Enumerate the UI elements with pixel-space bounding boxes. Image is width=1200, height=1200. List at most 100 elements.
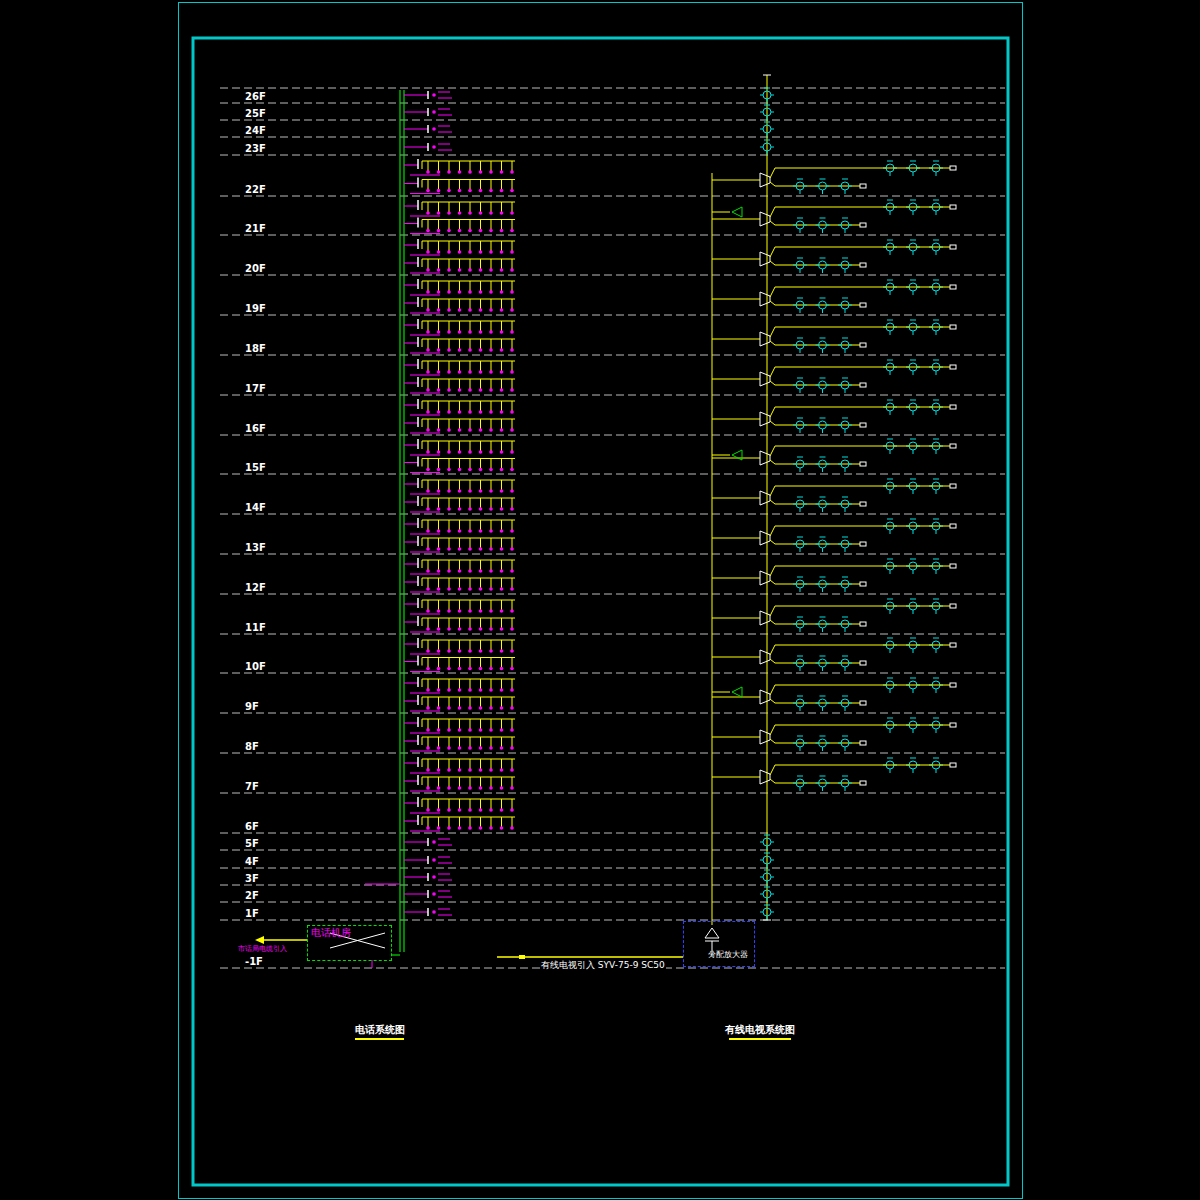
socket-symbol xyxy=(426,211,430,215)
socket-symbol xyxy=(489,609,493,613)
floor-line xyxy=(220,634,1005,635)
tap-symbol xyxy=(764,835,770,836)
socket-symbol xyxy=(500,609,504,613)
branch-line xyxy=(775,486,880,487)
tap-symbol xyxy=(841,261,849,269)
socket-symbol xyxy=(458,808,462,812)
tap-symbol xyxy=(796,659,804,667)
tap-symbol xyxy=(763,890,771,898)
socket-drop xyxy=(470,480,471,490)
tap-symbol xyxy=(816,624,819,625)
outlet-symbol xyxy=(432,93,436,97)
tap-symbol xyxy=(849,225,852,226)
socket-drop xyxy=(512,339,513,349)
socket-symbol xyxy=(447,428,451,432)
socket-symbol xyxy=(468,189,472,193)
socket-drop xyxy=(512,600,513,610)
tap-symbol xyxy=(793,305,796,306)
tap-symbol xyxy=(819,221,827,229)
outlet-mark xyxy=(410,393,440,394)
socket-symbol xyxy=(510,688,514,692)
tap-symbol xyxy=(796,341,804,349)
tap-symbol xyxy=(842,378,848,379)
socket-symbol xyxy=(426,706,430,710)
socket-drop xyxy=(480,259,481,269)
branch-line xyxy=(775,464,860,465)
socket-symbol xyxy=(458,569,462,573)
socket-symbol xyxy=(500,348,504,352)
tap-symbol xyxy=(822,269,823,273)
socket-symbol xyxy=(489,330,493,334)
socket-bus xyxy=(422,180,423,188)
socket-drop xyxy=(449,281,450,291)
tap-symbol xyxy=(838,783,841,784)
branch-line xyxy=(775,287,880,288)
tap-symbol xyxy=(820,258,826,259)
terminator xyxy=(860,184,866,188)
socket-drop xyxy=(480,361,481,371)
tap-symbol xyxy=(771,147,774,148)
socket-symbol xyxy=(468,229,472,233)
tap-symbol xyxy=(910,559,916,560)
tap-symbol xyxy=(797,696,803,697)
floor-label: 1F xyxy=(245,908,259,919)
socket-symbol xyxy=(437,808,441,812)
tap-symbol xyxy=(841,381,849,389)
node-text: 分配放大器 xyxy=(708,951,752,960)
tap-symbol xyxy=(910,360,916,361)
floor-line xyxy=(220,275,1005,276)
tap-symbol xyxy=(819,341,827,349)
socket-symbol xyxy=(479,388,483,392)
tap-symbol xyxy=(838,504,841,505)
outlet-mark xyxy=(410,773,440,774)
socket-symbol xyxy=(426,728,430,732)
tap-symbol xyxy=(913,251,914,255)
socket-symbol xyxy=(489,410,493,414)
socket-symbol xyxy=(426,609,430,613)
branch-line xyxy=(880,606,950,607)
tap-symbol xyxy=(822,747,823,751)
socket-drop xyxy=(470,817,471,827)
socket-drop xyxy=(470,441,471,451)
floor-line xyxy=(220,594,1005,595)
socket-drop xyxy=(480,799,481,809)
tap-symbol xyxy=(890,371,891,375)
socket-drop xyxy=(491,339,492,349)
splitter-symbol xyxy=(760,571,770,585)
tap-symbol xyxy=(763,143,771,151)
tap-symbol xyxy=(796,620,804,628)
tap-symbol xyxy=(816,425,819,426)
splitter-symbol xyxy=(760,690,770,704)
tap-symbol xyxy=(767,864,768,868)
tap-symbol xyxy=(793,385,796,386)
outlet-lead xyxy=(404,741,418,742)
socket-drop xyxy=(449,719,450,729)
tap-symbol xyxy=(763,91,771,99)
tap-symbol xyxy=(913,411,914,415)
socket-drop xyxy=(480,419,481,429)
socket-symbol xyxy=(468,768,472,772)
tap-symbol xyxy=(793,783,796,784)
tap-symbol xyxy=(842,258,848,259)
socket-drop xyxy=(480,339,481,349)
socket-bus xyxy=(422,658,423,666)
socket-symbol xyxy=(500,649,504,653)
branch-line xyxy=(770,566,775,576)
tap-symbol xyxy=(822,508,823,512)
tap-symbol xyxy=(842,656,848,657)
socket-symbol xyxy=(500,450,504,454)
outlet-mark xyxy=(438,880,452,881)
tap-symbol xyxy=(849,743,852,744)
tap-symbol xyxy=(887,519,893,520)
branch-line xyxy=(770,446,775,456)
socket-drop xyxy=(470,600,471,610)
socket-symbol xyxy=(426,627,430,631)
socket-drop xyxy=(470,498,471,508)
socket-drop xyxy=(438,401,439,411)
socket-symbol xyxy=(458,746,462,750)
tap-symbol xyxy=(841,301,849,309)
socket-symbol xyxy=(447,170,451,174)
socket-drop xyxy=(491,241,492,251)
socket-symbol xyxy=(489,468,493,472)
branch-line xyxy=(770,540,775,544)
